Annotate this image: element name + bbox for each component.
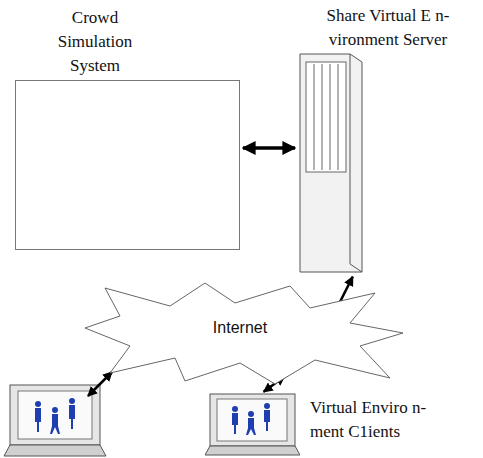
client-laptop (4, 385, 106, 456)
node-label: Virtual Enviro n- ment C1ients (310, 396, 450, 444)
client-laptop: Virtual Enviro n- ment C1ients (205, 393, 300, 456)
node-label: Internet (200, 316, 280, 340)
system-box-outline (15, 80, 240, 250)
link-arrow (243, 146, 295, 150)
node-label: Share Virtual E n- vironment Server (298, 4, 478, 52)
client-link (88, 372, 112, 396)
server-tower-outline (298, 52, 364, 274)
system-box: Crowd Simulation System (15, 80, 240, 250)
client-laptop-outline (205, 393, 300, 456)
server-tower: Share Virtual E n- vironment Server (298, 52, 364, 274)
node-label: Crowd Simulation System (45, 6, 145, 78)
internet-cloud: Internet (75, 278, 405, 386)
